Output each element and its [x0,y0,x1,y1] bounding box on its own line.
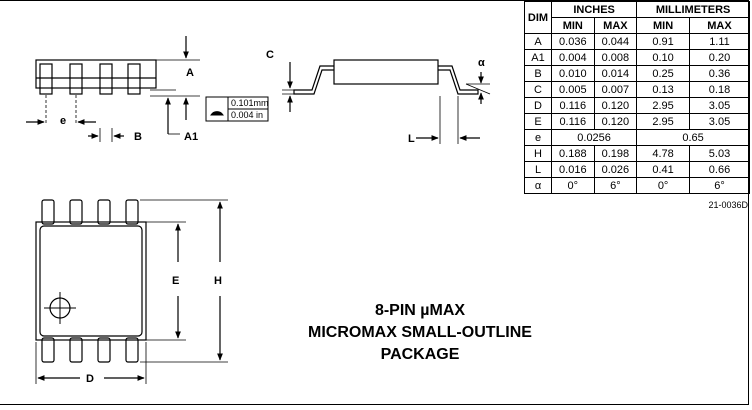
package-body-top [35,221,147,341]
flatness-callout [205,96,269,122]
dim-label-e-pitch: e [60,115,66,127]
pin-side [69,63,83,95]
flatness-mm: 0.101mm [231,98,269,108]
col-header-max: MAX [593,17,638,34]
pin-top [125,199,139,225]
flatness-in: 0.004 in [231,110,263,120]
dim-label-a: A [186,67,194,79]
dim-label-h: H [214,275,222,287]
dim-label-e-body: E [172,275,179,287]
pin-side [39,63,53,95]
col-header-min: MIN [551,17,595,34]
col-header-dim: DIM [524,1,552,34]
col-header-max: MAX [688,17,751,34]
dim-label-a1: A1 [184,131,198,143]
dim-label-c: C [266,49,274,61]
pin-bottom [69,337,83,363]
title-line-3: PACKAGE [380,346,460,363]
package-body-side [35,59,157,89]
col-header-inches: INCHES [550,1,638,18]
dim-label-d: D [86,373,94,385]
dim-label-l: L [408,133,415,145]
dimensions-table: DIM INCHES MILLIMETERS MIN MAX MIN MAX A… [524,1,751,194]
package-title: 8-PIN µMAX MICROMAX SMALL-OUTLINE PACKAG… [270,300,570,366]
pin-top [69,199,83,225]
package-body-profile [333,59,439,85]
pin-top [41,199,55,225]
dim-label-alpha: α [478,57,485,69]
flatness-symbol-icon [210,111,224,116]
pin-side [127,63,141,95]
col-header-mm: MILLIMETERS [636,1,750,18]
drawing-reference-code: 21-0036D [708,200,748,210]
title-line-1: 8-PIN µMAX [374,302,466,319]
col-header-min: MIN [636,17,690,34]
pin-bottom [125,337,139,363]
dim-label-b: B [134,131,142,143]
pin-bottom [41,337,55,363]
title-line-2: MICROMAX SMALL-OUTLINE [308,324,532,341]
side-view-profile [282,59,491,144]
pin-side [99,63,113,95]
pin-bottom [97,337,111,363]
top-view [35,199,228,384]
pin-top [97,199,111,225]
side-view-front [26,36,200,142]
